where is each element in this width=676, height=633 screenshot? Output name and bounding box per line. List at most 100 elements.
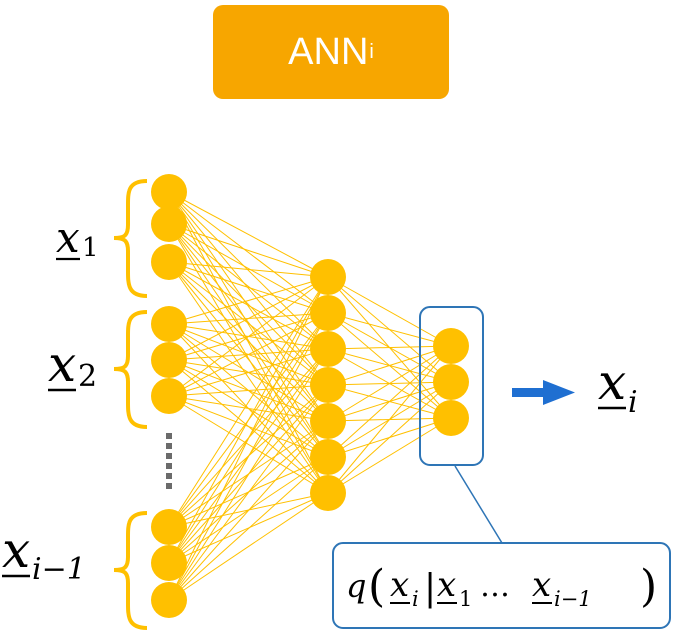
arrow-right-icon bbox=[512, 380, 575, 405]
node-layer0-2 bbox=[151, 244, 187, 280]
label-x2-var: x bbox=[48, 335, 76, 393]
node-layer1-4 bbox=[310, 403, 346, 439]
node-layer1-0 bbox=[310, 259, 346, 295]
edge-l0-5-3 bbox=[168, 384, 329, 397]
node-layer2-2 bbox=[433, 400, 469, 436]
node-layer1-6 bbox=[310, 475, 346, 511]
edge-l0-5-5 bbox=[168, 395, 329, 458]
edge-l0-8-6 bbox=[168, 492, 329, 601]
node-layer1-1 bbox=[310, 295, 346, 331]
edge-l0-1-2 bbox=[168, 223, 329, 350]
formula-bar: | bbox=[424, 568, 436, 609]
edge-l0-1-0 bbox=[168, 223, 329, 278]
edge-l0-6-0 bbox=[168, 276, 329, 528]
node-layer0-8 bbox=[151, 582, 187, 618]
edge-l0-7-0 bbox=[168, 276, 329, 564]
edge-l0-5-4 bbox=[168, 395, 329, 422]
edge-l0-1-5 bbox=[168, 223, 329, 458]
node-layer0-6 bbox=[151, 509, 187, 545]
edge-l1-0-0 bbox=[327, 276, 452, 347]
edge-l0-2-6 bbox=[168, 261, 329, 494]
edge-l1-4-0 bbox=[327, 345, 452, 422]
edge-l0-1-6 bbox=[168, 223, 329, 494]
node-layer1-3 bbox=[310, 367, 346, 403]
edge-l0-2-1 bbox=[168, 261, 329, 314]
label-xi-var: x bbox=[598, 353, 626, 411]
brace-group-3 bbox=[113, 511, 148, 630]
edge-l0-5-0 bbox=[168, 276, 329, 397]
edge-l0-2-5 bbox=[168, 261, 329, 458]
edge-l0-2-3 bbox=[168, 261, 329, 386]
label-xi-output: x i bbox=[598, 353, 638, 420]
edge-l0-2-2 bbox=[168, 261, 329, 350]
edge-l0-0-4 bbox=[168, 191, 329, 422]
edge-l0-0-6 bbox=[168, 191, 329, 494]
edge-l1-3-0 bbox=[327, 345, 452, 386]
callout-line bbox=[454, 465, 503, 544]
ann-title-subscript: i bbox=[369, 40, 374, 63]
edge-l0-5-2 bbox=[168, 348, 329, 397]
edge-l1-2-0 bbox=[327, 345, 452, 350]
edge-l1-5-0 bbox=[327, 345, 452, 458]
distribution-formula: q ( x i | x 1 … x i−1 ) bbox=[346, 561, 657, 612]
edge-l1-6-1 bbox=[327, 381, 452, 494]
edge-l0-3-0 bbox=[168, 276, 329, 325]
formula-target-sub: i bbox=[412, 587, 419, 611]
edge-l0-8-1 bbox=[168, 312, 329, 601]
label-xi-1-var: x bbox=[2, 521, 30, 579]
edge-l1-6-2 bbox=[327, 417, 452, 494]
edge-l0-1-1 bbox=[168, 223, 329, 314]
node-layer0-0 bbox=[151, 174, 187, 210]
edge-l0-1-3 bbox=[168, 223, 329, 386]
edge-l0-0-2 bbox=[168, 191, 329, 350]
label-x1: x 1 bbox=[56, 213, 99, 263]
node-layer2-0 bbox=[433, 328, 469, 364]
formula-cond1-var: x bbox=[437, 565, 456, 605]
output-layer-box bbox=[419, 306, 484, 466]
distribution-box bbox=[332, 542, 671, 629]
edge-l1-6-0 bbox=[327, 345, 452, 494]
edge-l0-5-6 bbox=[168, 395, 329, 494]
edge-l0-2-4 bbox=[168, 261, 329, 422]
edge-l0-0-3 bbox=[168, 191, 329, 386]
edge-l0-4-0 bbox=[168, 276, 329, 361]
label-xi-1-sub: i−1 bbox=[32, 552, 86, 587]
node-layer0-7 bbox=[151, 545, 187, 581]
formula-q: q bbox=[346, 567, 366, 605]
node-layer2-1 bbox=[433, 364, 469, 400]
edge-l0-8-4 bbox=[168, 420, 329, 601]
edge-l0-2-0 bbox=[168, 261, 329, 278]
formula-target-var: x bbox=[390, 565, 409, 605]
edge-l0-8-2 bbox=[168, 348, 329, 601]
edge-l1-1-0 bbox=[327, 312, 452, 347]
label-x1-var: x bbox=[56, 213, 80, 262]
node-layer1-5 bbox=[310, 439, 346, 475]
brace-group-2 bbox=[113, 310, 148, 429]
network-edges bbox=[168, 191, 452, 601]
brace-group-1 bbox=[113, 179, 148, 298]
edge-l0-0-5 bbox=[168, 191, 329, 458]
edge-l0-8-5 bbox=[168, 456, 329, 601]
formula-cond1-sub: 1 bbox=[459, 587, 472, 611]
label-x2-sub: 2 bbox=[78, 359, 97, 394]
edge-l0-0-1 bbox=[168, 191, 329, 314]
edge-l0-8-0 bbox=[168, 276, 329, 601]
ann-title-text: ANN bbox=[288, 30, 369, 73]
edge-l0-8-3 bbox=[168, 384, 329, 601]
node-layer0-1 bbox=[151, 206, 187, 242]
node-layer0-3 bbox=[151, 306, 187, 342]
node-layer0-4 bbox=[151, 342, 187, 378]
edge-l0-1-4 bbox=[168, 223, 329, 422]
edge-l0-5-1 bbox=[168, 312, 329, 397]
formula-dots: … bbox=[480, 569, 510, 604]
formula-cond2-sub: i−1 bbox=[554, 587, 592, 611]
formula-cond2-var: x bbox=[532, 565, 551, 605]
node-layer0-5 bbox=[151, 378, 187, 414]
label-x2: x 2 bbox=[48, 335, 97, 394]
edge-l0-0-0 bbox=[168, 191, 329, 278]
node-layer1-2 bbox=[310, 331, 346, 367]
network-nodes bbox=[151, 174, 469, 618]
label-xi-sub: i bbox=[628, 385, 638, 420]
